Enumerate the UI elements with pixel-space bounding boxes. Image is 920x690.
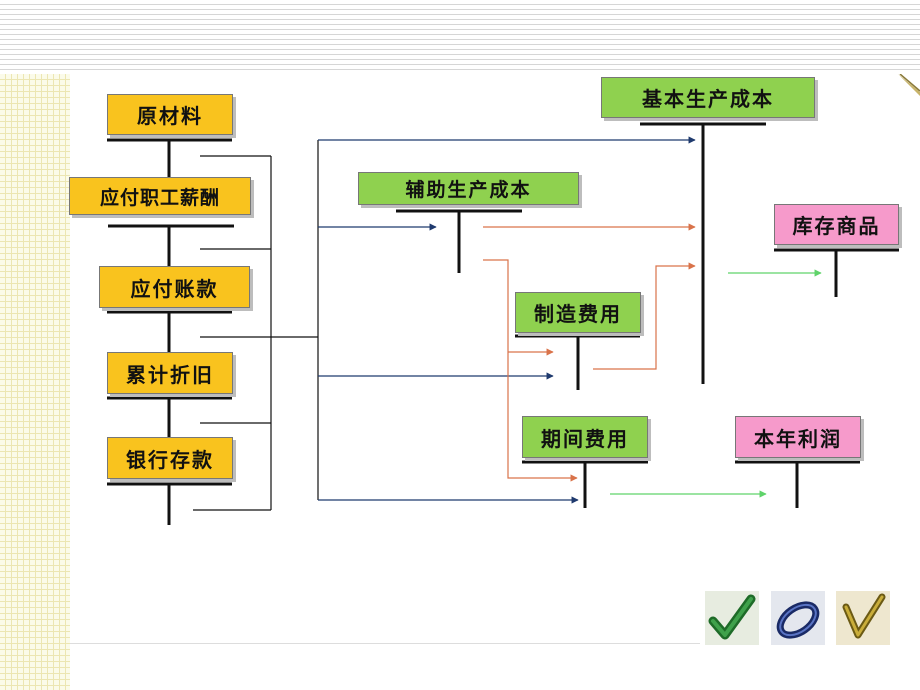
target-t-accounts — [396, 122, 899, 508]
blue-ring-icon — [771, 591, 825, 645]
dark-arrows — [318, 136, 696, 504]
inventory-goods-box: 库存商品 — [774, 204, 899, 245]
orange-arrows — [483, 223, 696, 482]
green-checkmark-icon — [705, 591, 759, 645]
page-corner-icon — [898, 74, 920, 96]
current-year-profit-box: 本年利润 — [735, 416, 861, 458]
period-expenses-box: 期间费用 — [522, 416, 648, 458]
basic-production-cost-box: 基本生产成本 — [601, 77, 815, 118]
gold-checkmark-icon — [836, 591, 890, 645]
green-arrows — [610, 269, 822, 498]
source-t-accounts — [107, 138, 234, 525]
bank-deposit-box: 银行存款 — [107, 437, 233, 479]
accumulated-depreciation-box: 累计折旧 — [107, 352, 233, 394]
wages-payable-box: 应付职工薪酬 — [69, 177, 251, 215]
source-connectors — [193, 140, 319, 511]
manufacturing-overhead-box: 制造费用 — [515, 292, 641, 333]
auxiliary-production-cost-box: 辅助生产成本 — [358, 172, 579, 205]
bottom-rule — [70, 643, 700, 644]
left-margin-pattern — [0, 74, 70, 690]
raw-materials-box: 原材料 — [107, 94, 233, 135]
accounts-payable-box: 应付账款 — [99, 266, 250, 308]
header-stripes — [0, 0, 920, 74]
